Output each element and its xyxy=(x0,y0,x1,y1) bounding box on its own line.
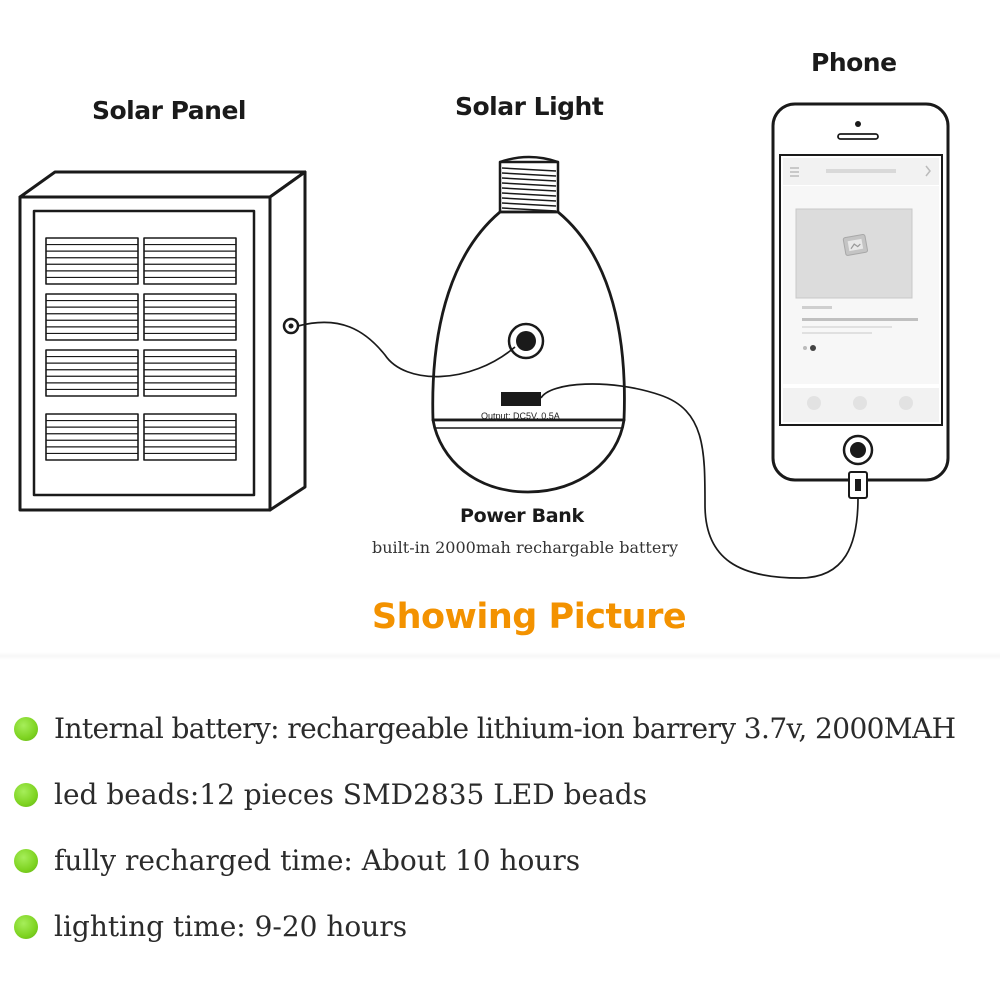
solar-cell xyxy=(45,293,139,341)
output-spec-label: Output: DC5V, 0.5A xyxy=(481,411,560,421)
feature-item: led beads:12 pieces SMD2835 LED beads xyxy=(14,768,955,834)
feature-item: fully recharged time: About 10 hours xyxy=(14,834,955,900)
power-bank-subtitle: built-in 2000mah rechargable battery xyxy=(372,538,679,557)
solar-cell xyxy=(143,413,237,461)
solar-cell xyxy=(143,293,237,341)
power-bank-label: Power Bank xyxy=(460,505,584,527)
solar-light-label: Solar Light xyxy=(455,92,604,121)
phone-device xyxy=(771,102,950,499)
bulb-threads xyxy=(501,167,557,212)
phone-label: Phone xyxy=(811,48,897,77)
cable-light-to-phone xyxy=(540,383,859,579)
image-placeholder-icon xyxy=(842,233,868,256)
feature-text: fully recharged time: About 10 hours xyxy=(54,844,581,877)
cables xyxy=(297,321,859,579)
showing-picture-heading: Showing Picture xyxy=(371,597,687,637)
cable-panel-to-light xyxy=(297,321,516,378)
solar-cell xyxy=(45,413,139,461)
green-dot-icon xyxy=(14,915,38,939)
green-dot-icon xyxy=(14,783,38,807)
feature-text: lighting time: 9-20 hours xyxy=(54,910,408,943)
feature-item: lighting time: 9-20 hours xyxy=(14,900,955,966)
feature-text: led beads:12 pieces SMD2835 LED beads xyxy=(54,778,648,811)
section-divider xyxy=(0,652,1000,660)
solar-cell xyxy=(45,349,139,397)
feature-item: Internal battery: rechargeable lithium-i… xyxy=(14,702,956,768)
phone-speaker xyxy=(837,133,879,140)
phone-screen xyxy=(779,154,943,426)
solar-cell xyxy=(45,237,139,285)
feature-text: Internal battery: rechargeable lithium-i… xyxy=(54,712,956,745)
usb-output-port xyxy=(501,392,541,406)
feature-list: Internal battery: rechargeable lithium-i… xyxy=(14,702,956,966)
green-dot-icon xyxy=(14,717,38,741)
solar-light-bulb xyxy=(431,155,626,494)
solar-cells xyxy=(45,237,237,461)
phone-camera xyxy=(855,121,861,127)
solar-panel-label: Solar Panel xyxy=(92,96,247,125)
solar-panel xyxy=(18,170,307,512)
solar-cell xyxy=(143,237,237,285)
solar-cell xyxy=(143,349,237,397)
green-dot-icon xyxy=(14,849,38,873)
